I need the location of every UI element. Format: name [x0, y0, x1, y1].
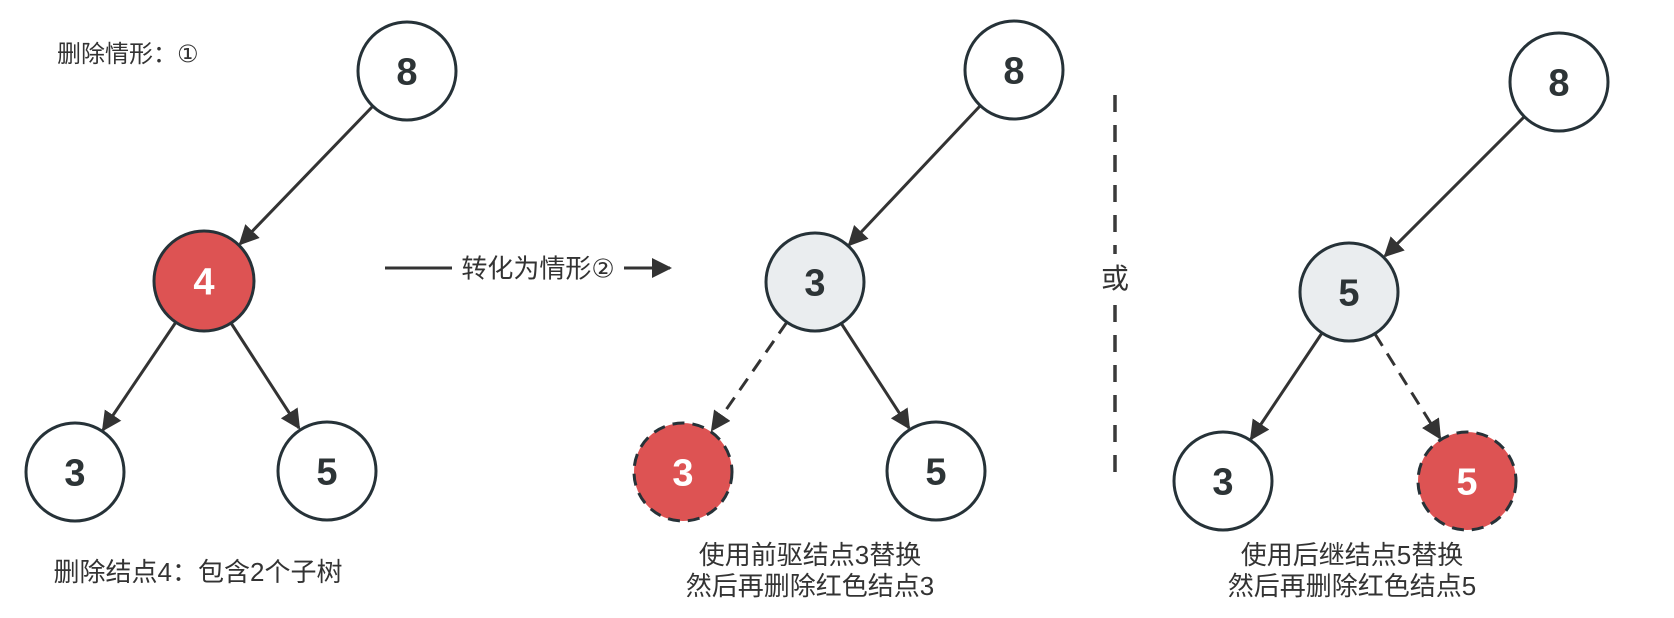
node-left-target-value: 4 — [193, 262, 214, 304]
node-right-root-value: 8 — [1548, 63, 1569, 105]
node-right-leftchild: 3 — [1172, 430, 1274, 532]
node-left-root-value: 8 — [396, 52, 417, 94]
node-right-root: 8 — [1508, 31, 1610, 133]
left-tree-caption: 删除结点4：包含2个子树 — [54, 557, 343, 587]
node-middle-replacement: 3 — [764, 231, 866, 333]
page-title: 删除情形：① — [57, 41, 199, 68]
node-left-target: 4 — [152, 229, 256, 333]
node-right-deleted-value: 5 — [1456, 462, 1477, 504]
edge-right-replacement-to-deleted — [1373, 333, 1442, 440]
node-left-root: 8 — [356, 20, 458, 122]
transform-arrow-label-mask — [452, 248, 624, 286]
node-middle-deleted-value: 3 — [672, 453, 693, 495]
node-left-rightchild: 5 — [276, 420, 378, 522]
node-left-leftchild: 3 — [24, 421, 126, 523]
node-middle-rightchild: 5 — [885, 420, 987, 522]
node-right-deleted: 5 — [1416, 430, 1518, 532]
or-label-mask — [1096, 254, 1134, 300]
transform-arrow-label: 转化为情形② — [461, 253, 614, 283]
node-right-leftchild-value: 3 — [1212, 462, 1233, 504]
right-tree-caption-line2: 然后再删除红色结点5 — [1228, 571, 1476, 601]
middle-tree: 8 3 3 5 使用前驱结点3替换 然后再删除红色结点3 — [632, 19, 1065, 601]
middle-tree-caption-line2: 然后再删除红色结点3 — [686, 571, 934, 601]
node-right-replacement: 5 — [1298, 241, 1400, 343]
node-middle-root: 8 — [963, 19, 1065, 121]
node-right-replacement-value: 5 — [1338, 273, 1359, 315]
edge-middle-replacement-to-rightchild — [839, 322, 911, 430]
left-tree: 8 4 3 5 删除结点4：包含2个子树 — [24, 20, 458, 587]
node-left-leftchild-value: 3 — [64, 453, 85, 495]
edge-middle-replacement-to-deleted — [710, 321, 789, 432]
middle-tree-caption-line1: 使用前驱结点3替换 — [699, 540, 921, 570]
node-left-rightchild-value: 5 — [316, 452, 337, 494]
right-tree: 8 5 3 5 使用后继结点5替换 然后再删除红色结点5 — [1172, 31, 1610, 601]
node-middle-rightchild-value: 5 — [925, 452, 946, 494]
or-divider: 或 — [1096, 95, 1134, 478]
right-tree-caption-line1: 使用后继结点5替换 — [1241, 540, 1463, 570]
edge-middle-root-to-replacement — [847, 104, 982, 247]
or-label: 或 — [1101, 263, 1129, 294]
edge-right-root-to-replacement — [1383, 115, 1526, 258]
transform-arrow: 转化为情形② — [385, 248, 672, 286]
edge-right-replacement-to-leftchild — [1249, 332, 1324, 441]
node-middle-deleted: 3 — [632, 421, 734, 523]
edge-left-root-to-target — [238, 104, 375, 246]
edge-left-target-to-rightchild — [229, 322, 301, 430]
node-middle-root-value: 8 — [1003, 51, 1024, 93]
edge-left-target-to-leftchild — [101, 321, 178, 432]
node-middle-replacement-value: 3 — [804, 263, 825, 305]
